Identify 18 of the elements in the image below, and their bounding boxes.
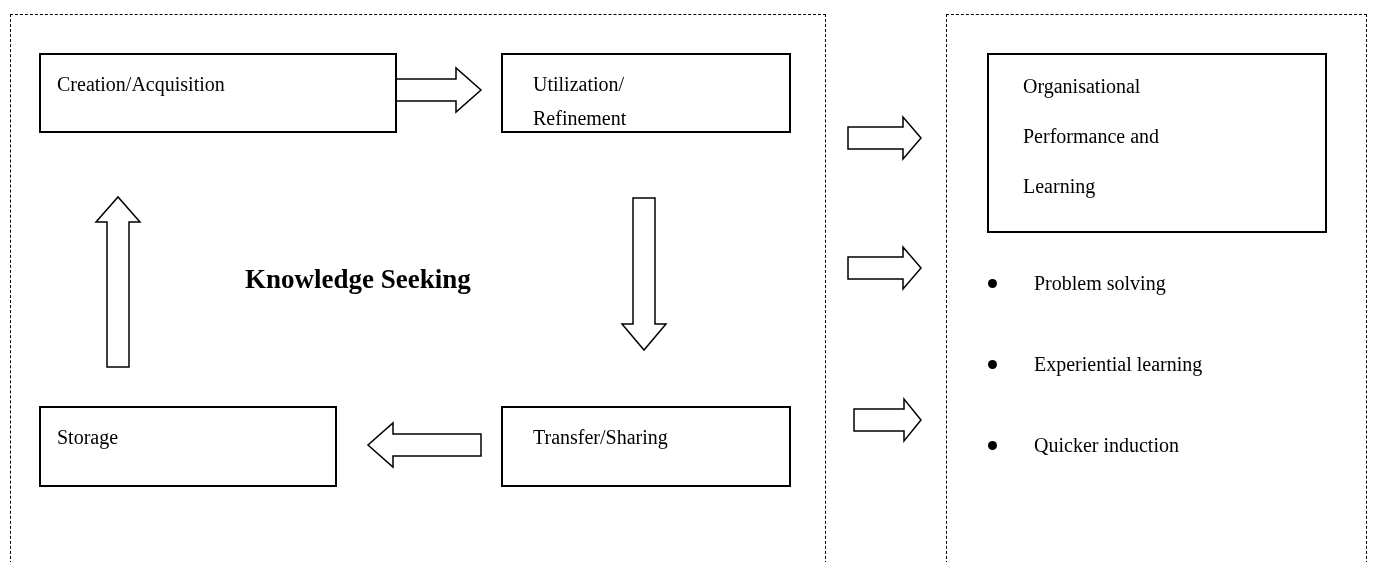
bullet-text: Experiential learning — [1034, 352, 1203, 378]
process-box: Utilization/ Refinement — [501, 53, 791, 133]
block-arrow — [366, 421, 482, 469]
dashed-panel — [10, 14, 826, 562]
dashed-panel — [946, 14, 1367, 562]
block-arrow — [620, 197, 668, 352]
block-arrow — [853, 396, 922, 444]
block-arrow — [847, 114, 922, 162]
process-box: Organisational Performance and Learning — [987, 53, 1327, 233]
process-box: Creation/Acquisition — [39, 53, 397, 133]
block-arrow — [847, 244, 922, 292]
bullet-text: Problem solving — [1034, 271, 1166, 297]
process-box: Storage — [39, 406, 337, 487]
block-arrow — [395, 66, 483, 114]
block-arrow — [94, 195, 142, 368]
bullet-text: Quicker induction — [1034, 433, 1179, 458]
process-box: Transfer/Sharing — [501, 406, 791, 487]
panel-title: Knowledge Seeking — [245, 263, 471, 296]
